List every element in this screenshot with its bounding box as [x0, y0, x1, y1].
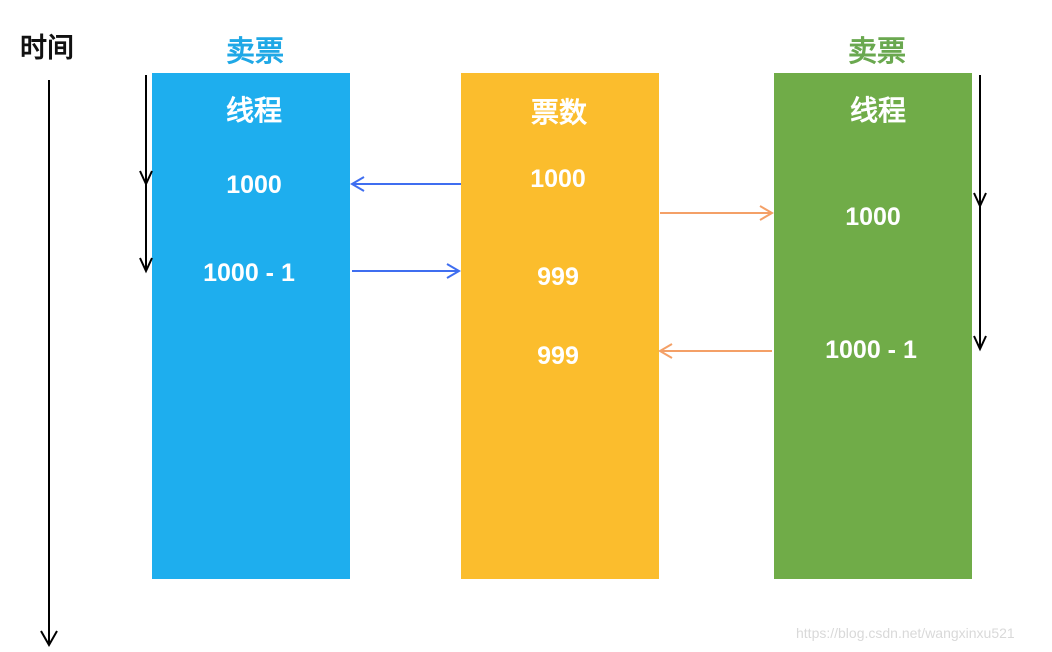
- right-thread-write-value: 1000 - 1: [825, 336, 917, 364]
- time-axis-arrow: [40, 80, 58, 648]
- ticket-count-header: 票数: [530, 96, 588, 129]
- ticket-initial-value: 1000: [530, 165, 586, 193]
- right-thread-step-arrow-2: [973, 205, 987, 352]
- right-thread-step-arrow-1: [973, 75, 987, 209]
- ticket-count-column: 票数 1000 999 999: [461, 73, 659, 579]
- read-arrow-right: [660, 205, 774, 221]
- left-thread-read-value: 1000: [226, 171, 282, 199]
- write-arrow-right: [658, 343, 772, 359]
- left-thread-step-arrow-1: [139, 75, 153, 187]
- right-thread-column: 线程 1000 1000 - 1: [774, 73, 972, 579]
- left-sell-label: 卖票: [226, 34, 285, 68]
- ticket-after-left-value: 999: [537, 263, 579, 291]
- read-arrow-left: [350, 176, 461, 192]
- ticket-after-right-value: 999: [537, 342, 579, 370]
- left-thread-step-arrow-2: [139, 183, 153, 274]
- time-label: 时间: [20, 33, 74, 64]
- left-thread-column: 线程 1000 1000 - 1: [152, 73, 350, 579]
- left-thread-write-value: 1000 - 1: [203, 259, 295, 287]
- watermark: https://blog.csdn.net/wangxinxu521: [796, 625, 1015, 641]
- right-thread-header: 线程: [849, 94, 907, 127]
- right-sell-label: 卖票: [848, 34, 907, 68]
- right-thread-read-value: 1000: [845, 203, 901, 231]
- left-thread-header: 线程: [225, 94, 283, 127]
- write-arrow-left: [352, 263, 461, 279]
